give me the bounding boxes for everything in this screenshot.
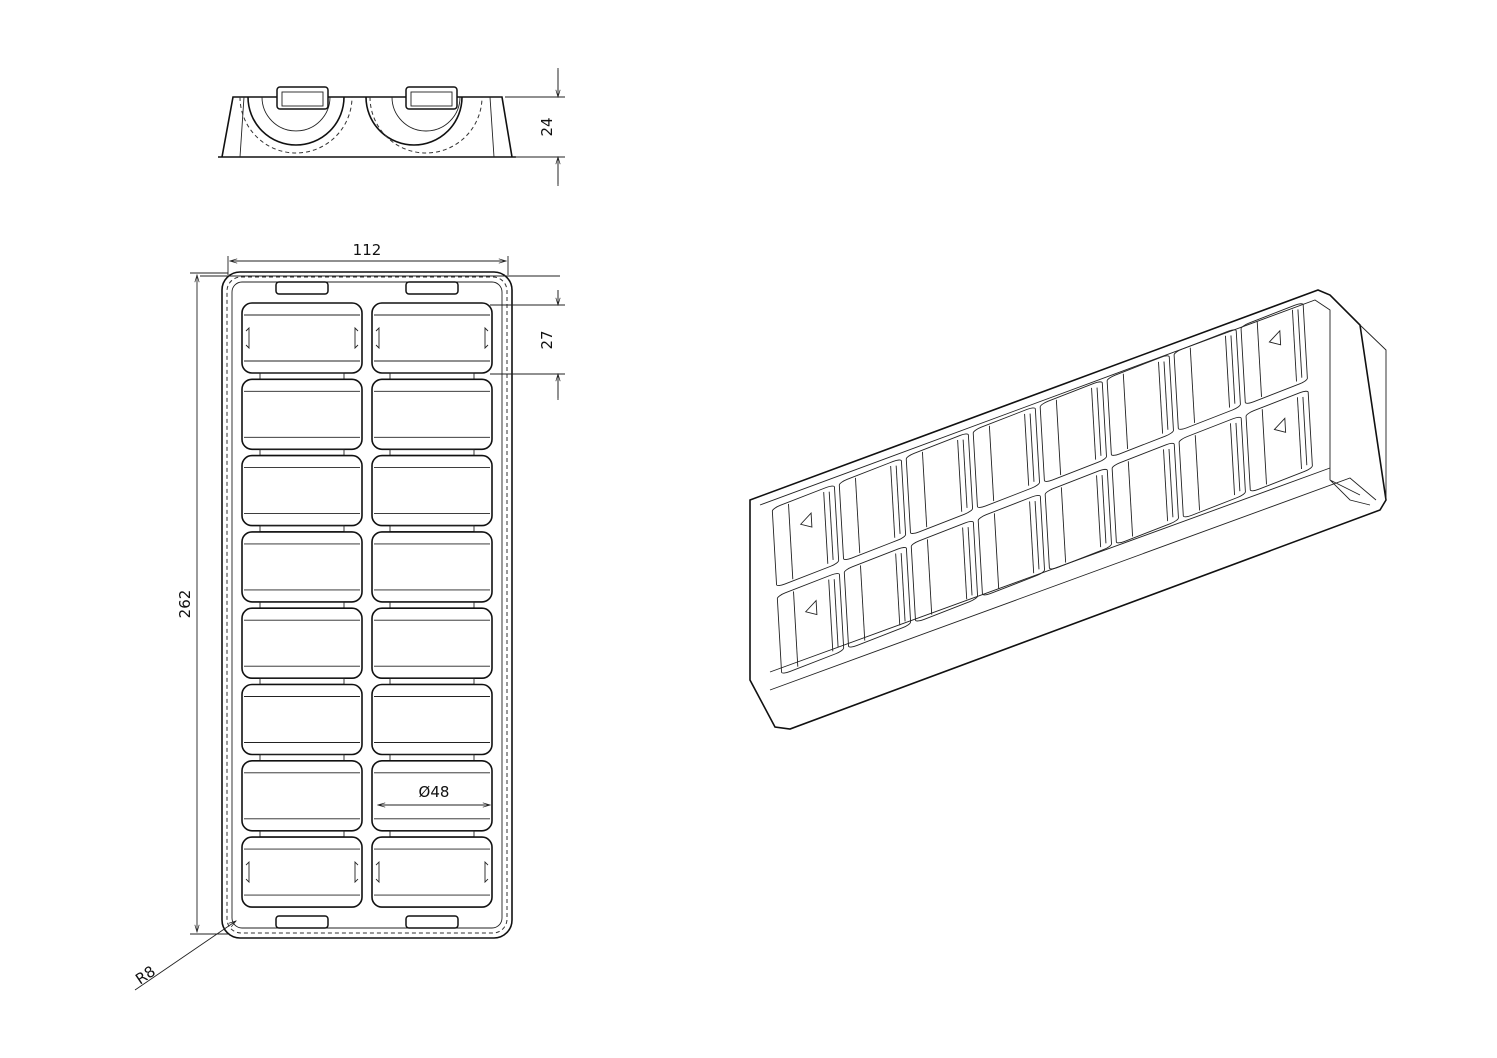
pocket (241, 378, 363, 456)
iso-pocket (777, 572, 844, 675)
radius-label: R8 (132, 962, 159, 988)
pocket (371, 378, 493, 456)
iso-pocket (1107, 354, 1174, 457)
diameter-label: Ø48 (419, 783, 450, 801)
pocket (371, 683, 493, 761)
dimension-length: 262 (176, 272, 228, 935)
iso-pocket (1241, 302, 1308, 405)
iso-pocket (1040, 380, 1107, 483)
pocket (371, 759, 493, 838)
iso-pocket (911, 520, 978, 623)
pocket (241, 759, 363, 838)
pocket (241, 683, 363, 761)
pocket (241, 302, 363, 380)
pocket (371, 607, 493, 685)
dimension-diameter: Ø48 (378, 783, 490, 805)
side-view (218, 86, 516, 158)
pocket (241, 607, 363, 685)
iso-pocket (844, 546, 911, 649)
pocket (371, 302, 493, 380)
height-label: 24 (538, 117, 556, 136)
iso-pocket (978, 494, 1045, 597)
iso-pocket (1112, 442, 1179, 545)
dimension-height: 24 (505, 68, 565, 186)
isometric-view (749, 289, 1387, 730)
dimension-pitch: 27 (200, 275, 565, 400)
pocket (241, 836, 363, 908)
iso-pocket (1174, 328, 1241, 431)
iso-pocket (1045, 468, 1112, 571)
pocket (371, 531, 493, 609)
top-view: Ø48 (221, 271, 513, 939)
dimension-radius: R8 (132, 921, 236, 991)
iso-pocket (1179, 416, 1246, 519)
iso-pocket (772, 484, 839, 587)
pocket (241, 531, 363, 609)
iso-pocket (839, 458, 906, 561)
length-label: 262 (176, 590, 194, 619)
dimension-width: 112 (227, 241, 509, 275)
pocket (241, 454, 363, 533)
width-label: 112 (353, 241, 382, 259)
pitch-label: 27 (538, 330, 556, 349)
iso-pocket (1246, 390, 1313, 493)
pocket (371, 454, 493, 533)
pocket (371, 836, 493, 908)
iso-pocket (973, 406, 1040, 509)
iso-pocket (906, 432, 973, 535)
